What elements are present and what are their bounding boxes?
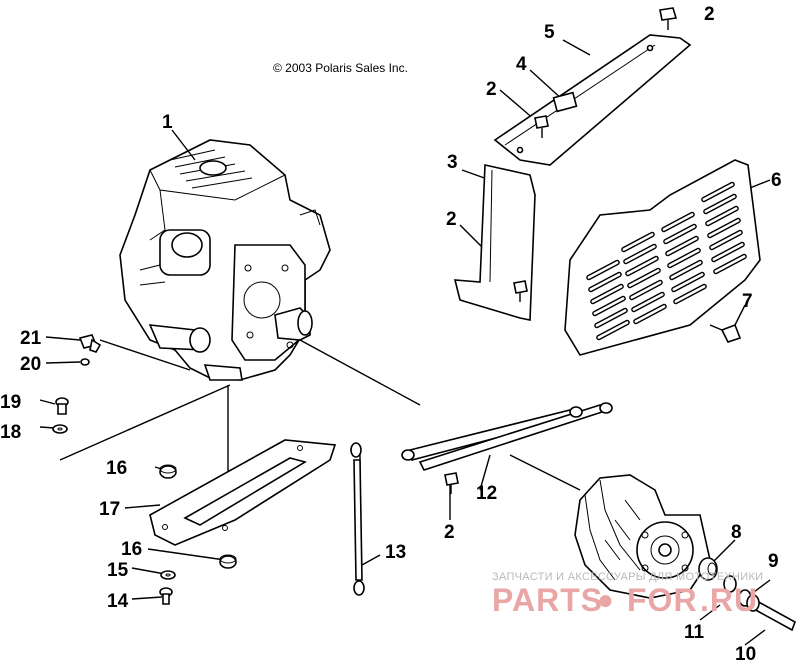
callout-2-cover: 2 <box>486 79 497 100</box>
bushing-8 <box>698 557 718 581</box>
drive-clutch <box>574 474 711 599</box>
vent-slot <box>590 283 624 305</box>
mount-plate <box>149 439 337 546</box>
vent-slot <box>701 181 735 203</box>
vent-slot <box>586 259 620 281</box>
callout-1: 1 <box>162 112 173 133</box>
vented-shroud <box>564 159 761 356</box>
callout-6: 6 <box>771 170 782 191</box>
vent-slot <box>705 205 739 227</box>
watermark-brand-tld: .RU <box>700 582 758 618</box>
vent-slot <box>665 235 699 257</box>
vent-slot <box>711 241 745 263</box>
callout-16-lower: 16 <box>121 539 142 560</box>
vent-slot <box>631 291 665 313</box>
watermark-dot-icon: ● <box>597 584 614 615</box>
vent-slot <box>709 229 743 251</box>
fitting-21 <box>78 334 102 353</box>
ground-strap <box>350 442 365 596</box>
callout-2-bracket: 2 <box>446 209 457 230</box>
callout-5: 5 <box>544 22 555 43</box>
callout-12: 12 <box>476 483 497 504</box>
screw-cable <box>444 472 459 494</box>
watermark-tagline: ЗАПЧАСТИ И АКСЕССУАРЫ ДЛЯ МОТОТЕХНИКИ <box>492 571 763 583</box>
vent-slot <box>671 271 705 293</box>
vent-slot <box>713 253 747 275</box>
callout-18: 18 <box>0 422 21 443</box>
vent-slot <box>667 247 701 269</box>
callout-4: 4 <box>516 54 527 75</box>
callout-20: 20 <box>20 354 41 375</box>
callout-10: 10 <box>735 644 756 663</box>
callout-9: 9 <box>768 551 779 572</box>
nut-upper <box>159 464 177 479</box>
vent-slot <box>594 307 628 329</box>
vent-slot <box>661 211 695 233</box>
mounting-bracket <box>453 164 536 321</box>
callout-13: 13 <box>385 542 406 563</box>
vent-slot <box>633 303 667 325</box>
watermark: ЗАПЧАСТИ И АКСЕССУАРЫ ДЛЯ МОТОТЕХНИКИ PA… <box>492 571 763 618</box>
vent-slot <box>623 243 657 265</box>
nut-lower <box>219 554 237 569</box>
copyright-notice: © 2003 Polaris Sales Inc. <box>273 61 408 75</box>
vent-slot <box>673 283 707 305</box>
callout-21: 21 <box>20 328 42 349</box>
watermark-brand-right: FOR <box>627 582 698 618</box>
callout-17: 17 <box>99 499 120 520</box>
bolt-10 <box>746 594 796 632</box>
vent-slot <box>588 271 622 293</box>
callout-15: 15 <box>107 560 129 581</box>
callout-3: 3 <box>447 152 458 173</box>
callout-16-upper: 16 <box>106 458 127 479</box>
bolt-14 <box>159 587 173 605</box>
vent-slot <box>669 259 703 281</box>
screw-bracket <box>513 280 528 302</box>
callout-2-cable: 2 <box>444 522 455 543</box>
washer-11 <box>723 575 737 593</box>
vent-slot <box>596 319 630 341</box>
callout-2-top: 2 <box>704 4 715 25</box>
nut-20 <box>80 358 90 366</box>
screw-shroud <box>709 323 742 343</box>
washer-18 <box>52 424 68 434</box>
watermark-brand-left: PARTS <box>492 582 603 618</box>
screw-top <box>659 7 678 30</box>
vent-slot <box>621 231 655 253</box>
vent-slot <box>625 255 659 277</box>
callout-labels: 1 2 2 2 2 3 4 5 6 7 8 9 10 11 12 13 14 1… <box>0 4 782 663</box>
callout-19: 19 <box>0 392 21 413</box>
vent-slot <box>629 279 663 301</box>
engine-assembly <box>119 139 331 381</box>
bolt-19 <box>55 397 69 415</box>
cover-plate <box>493 34 692 166</box>
vent-slot <box>703 193 737 215</box>
washer-15 <box>160 570 176 580</box>
vent-slot <box>592 295 626 317</box>
callout-11: 11 <box>684 622 705 643</box>
callout-7: 7 <box>742 291 753 312</box>
vent-slot <box>627 267 661 289</box>
vent-slot <box>663 223 697 245</box>
cable-pair <box>401 402 613 471</box>
callout-14: 14 <box>107 591 129 612</box>
screw-mid <box>534 115 549 138</box>
callout-8: 8 <box>731 522 742 543</box>
vent-slot <box>707 217 741 239</box>
